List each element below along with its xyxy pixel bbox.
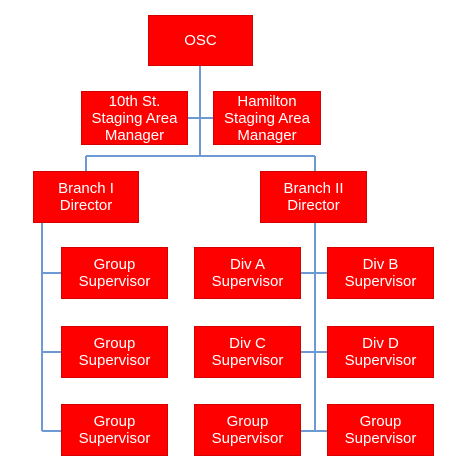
node-div-d: Div D Supervisor	[327, 326, 434, 378]
node-div-a: Div A Supervisor	[194, 247, 301, 299]
node-b2-group-left-label: Group Supervisor	[211, 413, 284, 447]
node-staging-10th: 10th St. Staging Area Manager	[81, 91, 188, 145]
node-div-b: Div B Supervisor	[327, 247, 434, 299]
node-div-b-label: Div B Supervisor	[344, 256, 417, 290]
node-div-c-label: Div C Supervisor	[211, 335, 284, 369]
node-branch-1: Branch I Director	[33, 171, 139, 223]
node-staging-hamilton-label: Hamilton Staging Area Manager	[224, 92, 310, 144]
node-staging-10th-label: 10th St. Staging Area Manager	[91, 92, 178, 144]
node-b1-group-3-label: Group Supervisor	[78, 413, 151, 447]
node-div-c: Div C Supervisor	[194, 326, 301, 378]
node-osc-label: OSC	[184, 32, 217, 49]
node-b2-group-left: Group Supervisor	[194, 404, 301, 456]
node-b1-group-2: Group Supervisor	[61, 326, 168, 378]
node-b2-group-right-label: Group Supervisor	[344, 413, 417, 447]
node-div-a-label: Div A Supervisor	[211, 256, 284, 290]
node-b1-group-1: Group Supervisor	[61, 247, 168, 299]
node-b1-group-2-label: Group Supervisor	[78, 335, 151, 369]
node-branch-2: Branch II Director	[260, 171, 367, 223]
node-osc: OSC	[148, 15, 253, 66]
node-b1-group-3: Group Supervisor	[61, 404, 168, 456]
node-div-d-label: Div D Supervisor	[344, 335, 417, 369]
node-branch-1-label: Branch I Director	[58, 180, 114, 214]
node-staging-hamilton: Hamilton Staging Area Manager	[213, 91, 321, 145]
node-b1-group-1-label: Group Supervisor	[78, 256, 151, 290]
node-branch-2-label: Branch II Director	[283, 180, 344, 214]
node-b2-group-right: Group Supervisor	[327, 404, 434, 456]
